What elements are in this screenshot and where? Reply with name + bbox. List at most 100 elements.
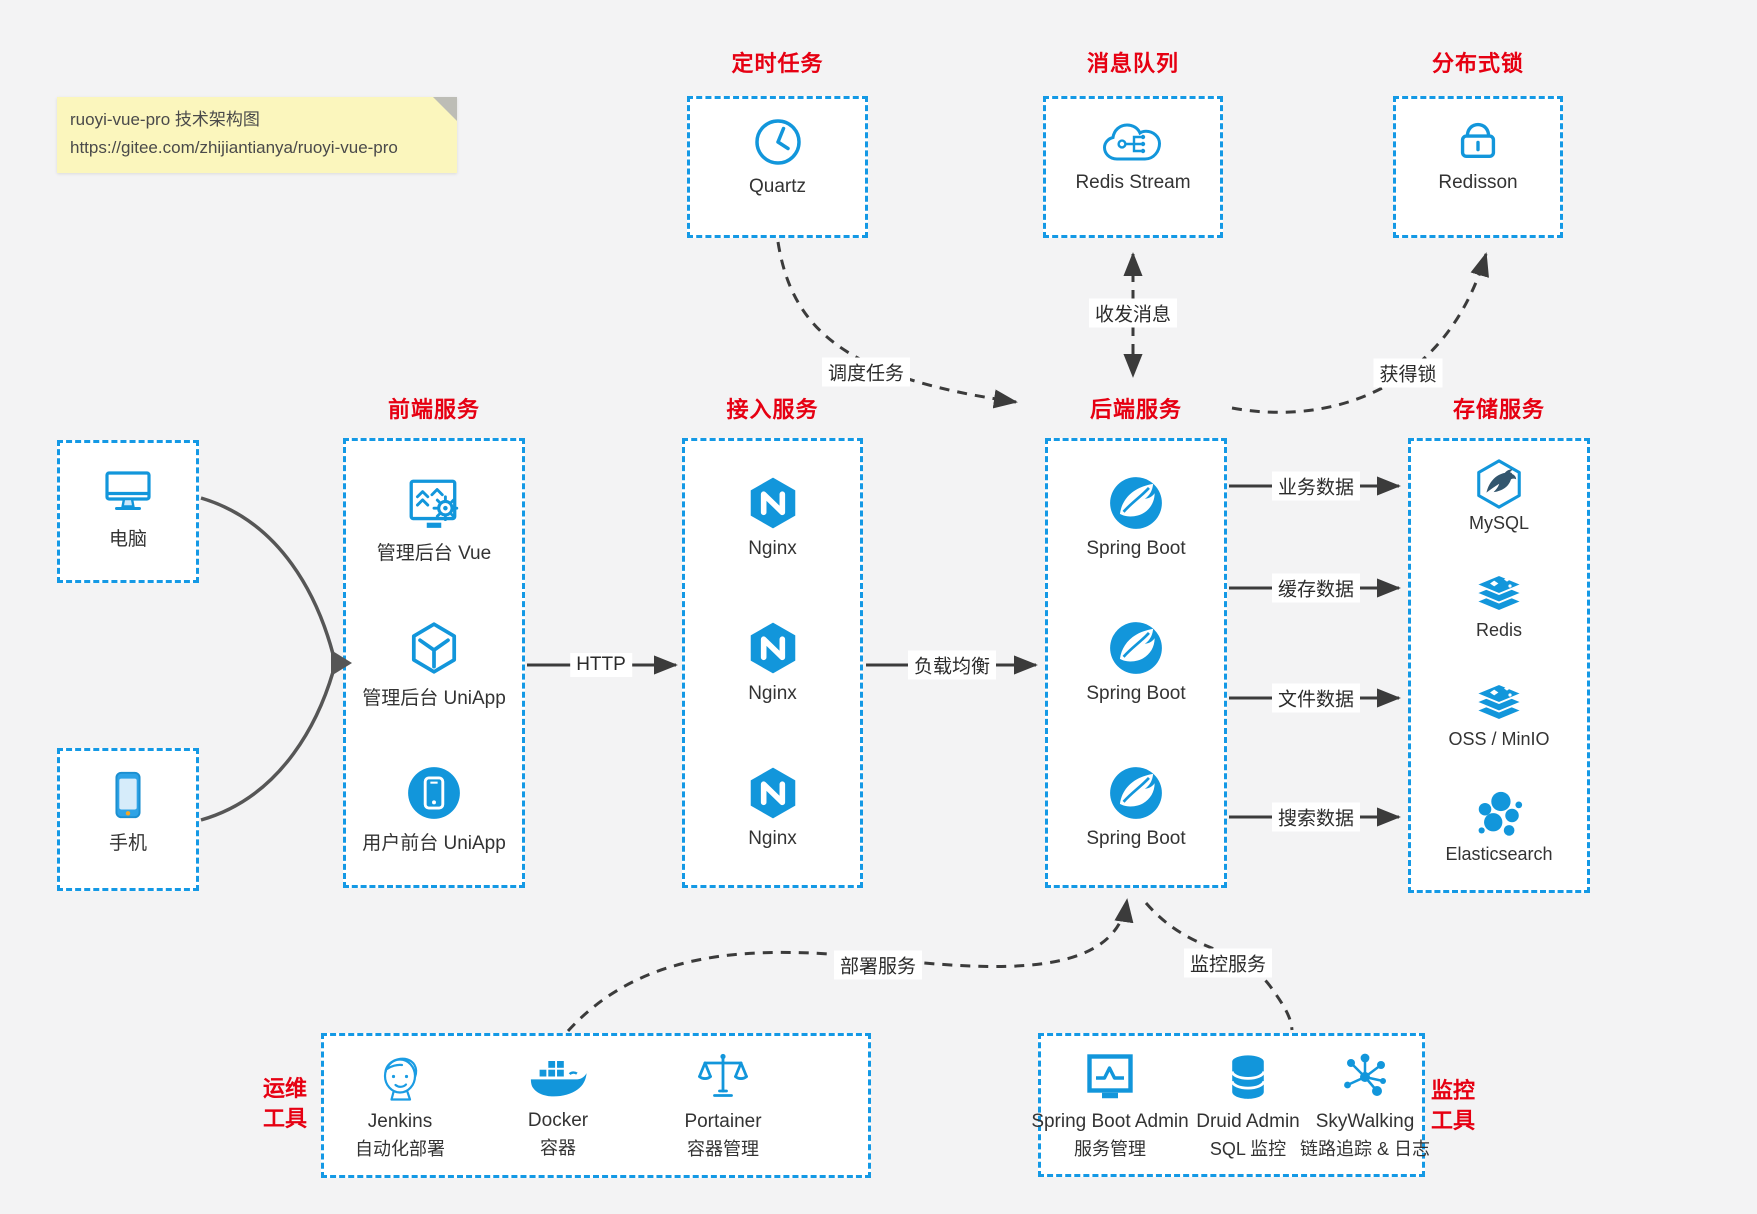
spring-icon [1107, 474, 1165, 532]
quartz-node: Quartz [687, 114, 868, 198]
nginx-icon [744, 474, 802, 532]
ops-item-name: Jenkins [367, 1111, 433, 1132]
edge-label-search-data: 搜索数据 [1271, 802, 1361, 832]
storage-item-label: Elasticsearch [1445, 844, 1553, 864]
monitoring-item-druid: Druid Admin SQL 监控 [1178, 1051, 1318, 1161]
monitoring-item-name: Spring Boot Admin [1031, 1111, 1189, 1132]
smartphone-icon [101, 768, 155, 822]
edge-pc-to-frontend [200, 496, 335, 655]
ops-side-label-line1: 运维 [262, 1076, 307, 1101]
note-title: ruoyi-vue-pro 技术架构图 [70, 110, 260, 129]
ops-item-jenkins: Jenkins 自动化部署 [325, 1049, 475, 1161]
spring-icon [1107, 764, 1165, 822]
ops-box [321, 1033, 871, 1178]
pc-box [57, 440, 199, 583]
gateway-item-2: Nginx [682, 619, 863, 705]
redis-stack-icon [1471, 562, 1527, 618]
ops-item-desc: 容器 [540, 1138, 576, 1158]
jenkins-icon [372, 1049, 428, 1105]
nginx-icon [744, 764, 802, 822]
frontend-item-3: 用户前台 UniApp [343, 764, 525, 855]
frontend-item-label: 用户前台 UniApp [362, 833, 506, 854]
backend-item-3: Spring Boot [1045, 764, 1227, 850]
sba-icon [1082, 1049, 1138, 1105]
monitoring-item-name: SkyWalking [1315, 1111, 1415, 1132]
cube-icon [405, 619, 463, 677]
edge-get-lock-arrow [1231, 252, 1489, 414]
spring-icon [1107, 619, 1165, 677]
edge-label-deploy: 部署服务 [833, 950, 923, 980]
edge-label-http: HTTP [570, 653, 632, 677]
edge-label-monitor: 监控服务 [1183, 948, 1273, 978]
cloud-network-icon [1101, 118, 1165, 166]
mobile-box [57, 748, 199, 891]
note-url: https://gitee.com/zhijiantianya/ruoyi-vu… [70, 138, 398, 157]
ops-item-name: Docker [527, 1110, 589, 1131]
ops-item-portainer: Portainer 容器管理 [648, 1049, 798, 1161]
mysql-icon [1472, 457, 1526, 511]
group-title-lock: 分布式锁 [1431, 51, 1524, 76]
frontend-item-label: 管理后台 Vue [376, 543, 492, 564]
group-title-gateway: 接入服务 [726, 397, 819, 422]
sticky-note: ruoyi-vue-pro 技术架构图 https://gitee.com/zh… [57, 97, 457, 173]
group-title-mq: 消息队列 [1086, 51, 1179, 76]
edge-mobile-to-frontend [200, 671, 335, 822]
druid-icon [1222, 1051, 1274, 1103]
monitoring-item-desc: SQL 监控 [1209, 1139, 1287, 1159]
elasticsearch-icon [1472, 788, 1526, 842]
redisson-label: Redisson [1438, 172, 1518, 193]
monitoring-side-label-line2: 工具 [1430, 1108, 1475, 1133]
monitoring-item-desc: 链路追踪 & 日志 [1299, 1139, 1430, 1159]
redis-stream-node: Redis Stream [1043, 118, 1223, 194]
ops-item-desc: 容器管理 [687, 1139, 759, 1159]
storage-item-label: MySQL [1468, 513, 1529, 533]
quartz-label: Quartz [748, 176, 807, 197]
edge-label-file-data: 文件数据 [1271, 683, 1361, 713]
storage-item-1: MySQL [1408, 457, 1590, 534]
edge-label-cache-data: 缓存数据 [1271, 573, 1361, 603]
monitoring-item-desc: 服务管理 [1074, 1139, 1146, 1159]
docker-icon [527, 1053, 589, 1100]
redisson-node: Redisson [1393, 112, 1563, 194]
gateway-item-label: Nginx [748, 828, 797, 849]
pc-node: 电脑 [57, 462, 199, 551]
clock-icon [750, 114, 806, 170]
skywalking-icon [1337, 1049, 1393, 1105]
storage-item-2: Redis [1408, 562, 1590, 641]
storage-item-4: Elasticsearch [1408, 788, 1590, 865]
edge-label-messages: 收发消息 [1088, 298, 1178, 328]
gateway-item-3: Nginx [682, 764, 863, 850]
ops-side-label: 运维 工具 [248, 1074, 322, 1134]
mobile-node: 手机 [57, 768, 199, 855]
desktop-icon [100, 462, 156, 518]
pc-label: 电脑 [108, 529, 147, 550]
monitoring-item-name: Druid Admin [1196, 1111, 1300, 1132]
frontend-item-label: 管理后台 UniApp [362, 688, 506, 709]
user-app-icon [405, 764, 463, 822]
admin-vue-icon [405, 474, 463, 532]
group-title-backend: 后端服务 [1089, 397, 1182, 422]
edge-label-get-lock: 获得锁 [1373, 358, 1443, 388]
group-title-frontend: 前端服务 [387, 397, 480, 422]
lock-icon [1451, 112, 1505, 166]
ops-item-docker: Docker 容器 [483, 1053, 633, 1160]
group-title-storage: 存储服务 [1452, 397, 1545, 422]
backend-item-2: Spring Boot [1045, 619, 1227, 705]
backend-item-1: Spring Boot [1045, 474, 1227, 560]
edge-label-schedule: 调度任务 [821, 357, 911, 387]
monitoring-side-label-line1: 监控 [1430, 1078, 1475, 1103]
edge-label-load-balance: 负载均衡 [907, 650, 997, 680]
note-fold-corner [433, 97, 457, 121]
storage-item-3: OSS / MinIO [1408, 671, 1590, 750]
monitoring-item-sba: Spring Boot Admin 服务管理 [1030, 1049, 1190, 1161]
gateway-item-label: Nginx [748, 538, 797, 559]
frontend-item-2: 管理后台 UniApp [343, 619, 525, 710]
gateway-item-label: Nginx [748, 683, 797, 704]
mq-box [1043, 96, 1223, 238]
storage-item-label: OSS / MinIO [1448, 729, 1550, 749]
nginx-icon [744, 619, 802, 677]
portainer-icon [695, 1049, 751, 1105]
redis-stream-label: Redis Stream [1075, 172, 1191, 193]
ops-side-label-line2: 工具 [262, 1106, 307, 1131]
